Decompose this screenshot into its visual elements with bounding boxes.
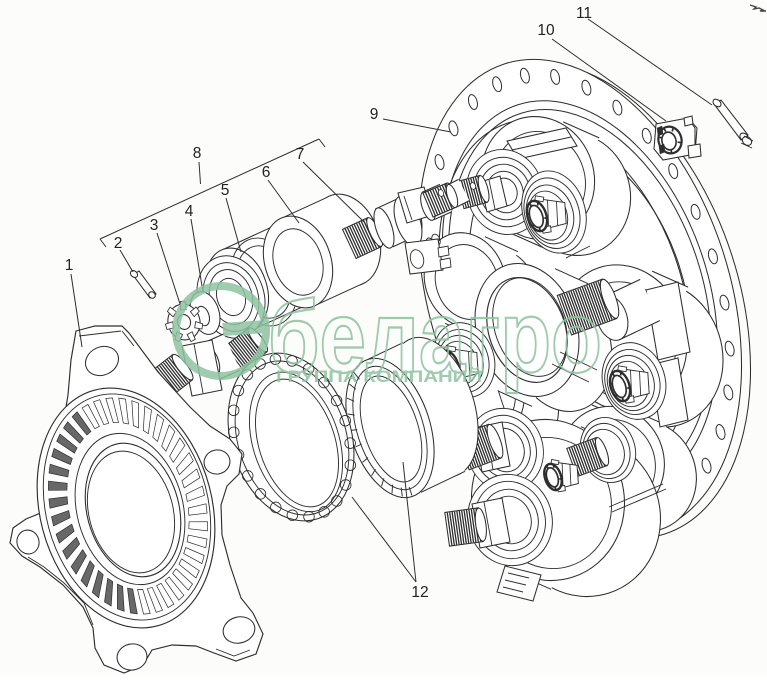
svg-text:1: 1 [65, 257, 74, 274]
svg-text:8: 8 [193, 145, 202, 162]
svg-text:5: 5 [221, 182, 230, 199]
svg-text:7: 7 [296, 146, 305, 163]
svg-text:2: 2 [114, 235, 123, 252]
svg-text:11: 11 [576, 5, 592, 22]
svg-text:10: 10 [537, 22, 555, 39]
svg-text:4: 4 [185, 203, 194, 220]
svg-text:9: 9 [370, 106, 379, 123]
svg-text:ГРУППА КОМПАНИЙ: ГРУППА КОМПАНИЙ [276, 367, 482, 386]
svg-text:3: 3 [150, 217, 159, 234]
svg-text:6: 6 [262, 164, 271, 181]
svg-text:12: 12 [411, 584, 428, 601]
